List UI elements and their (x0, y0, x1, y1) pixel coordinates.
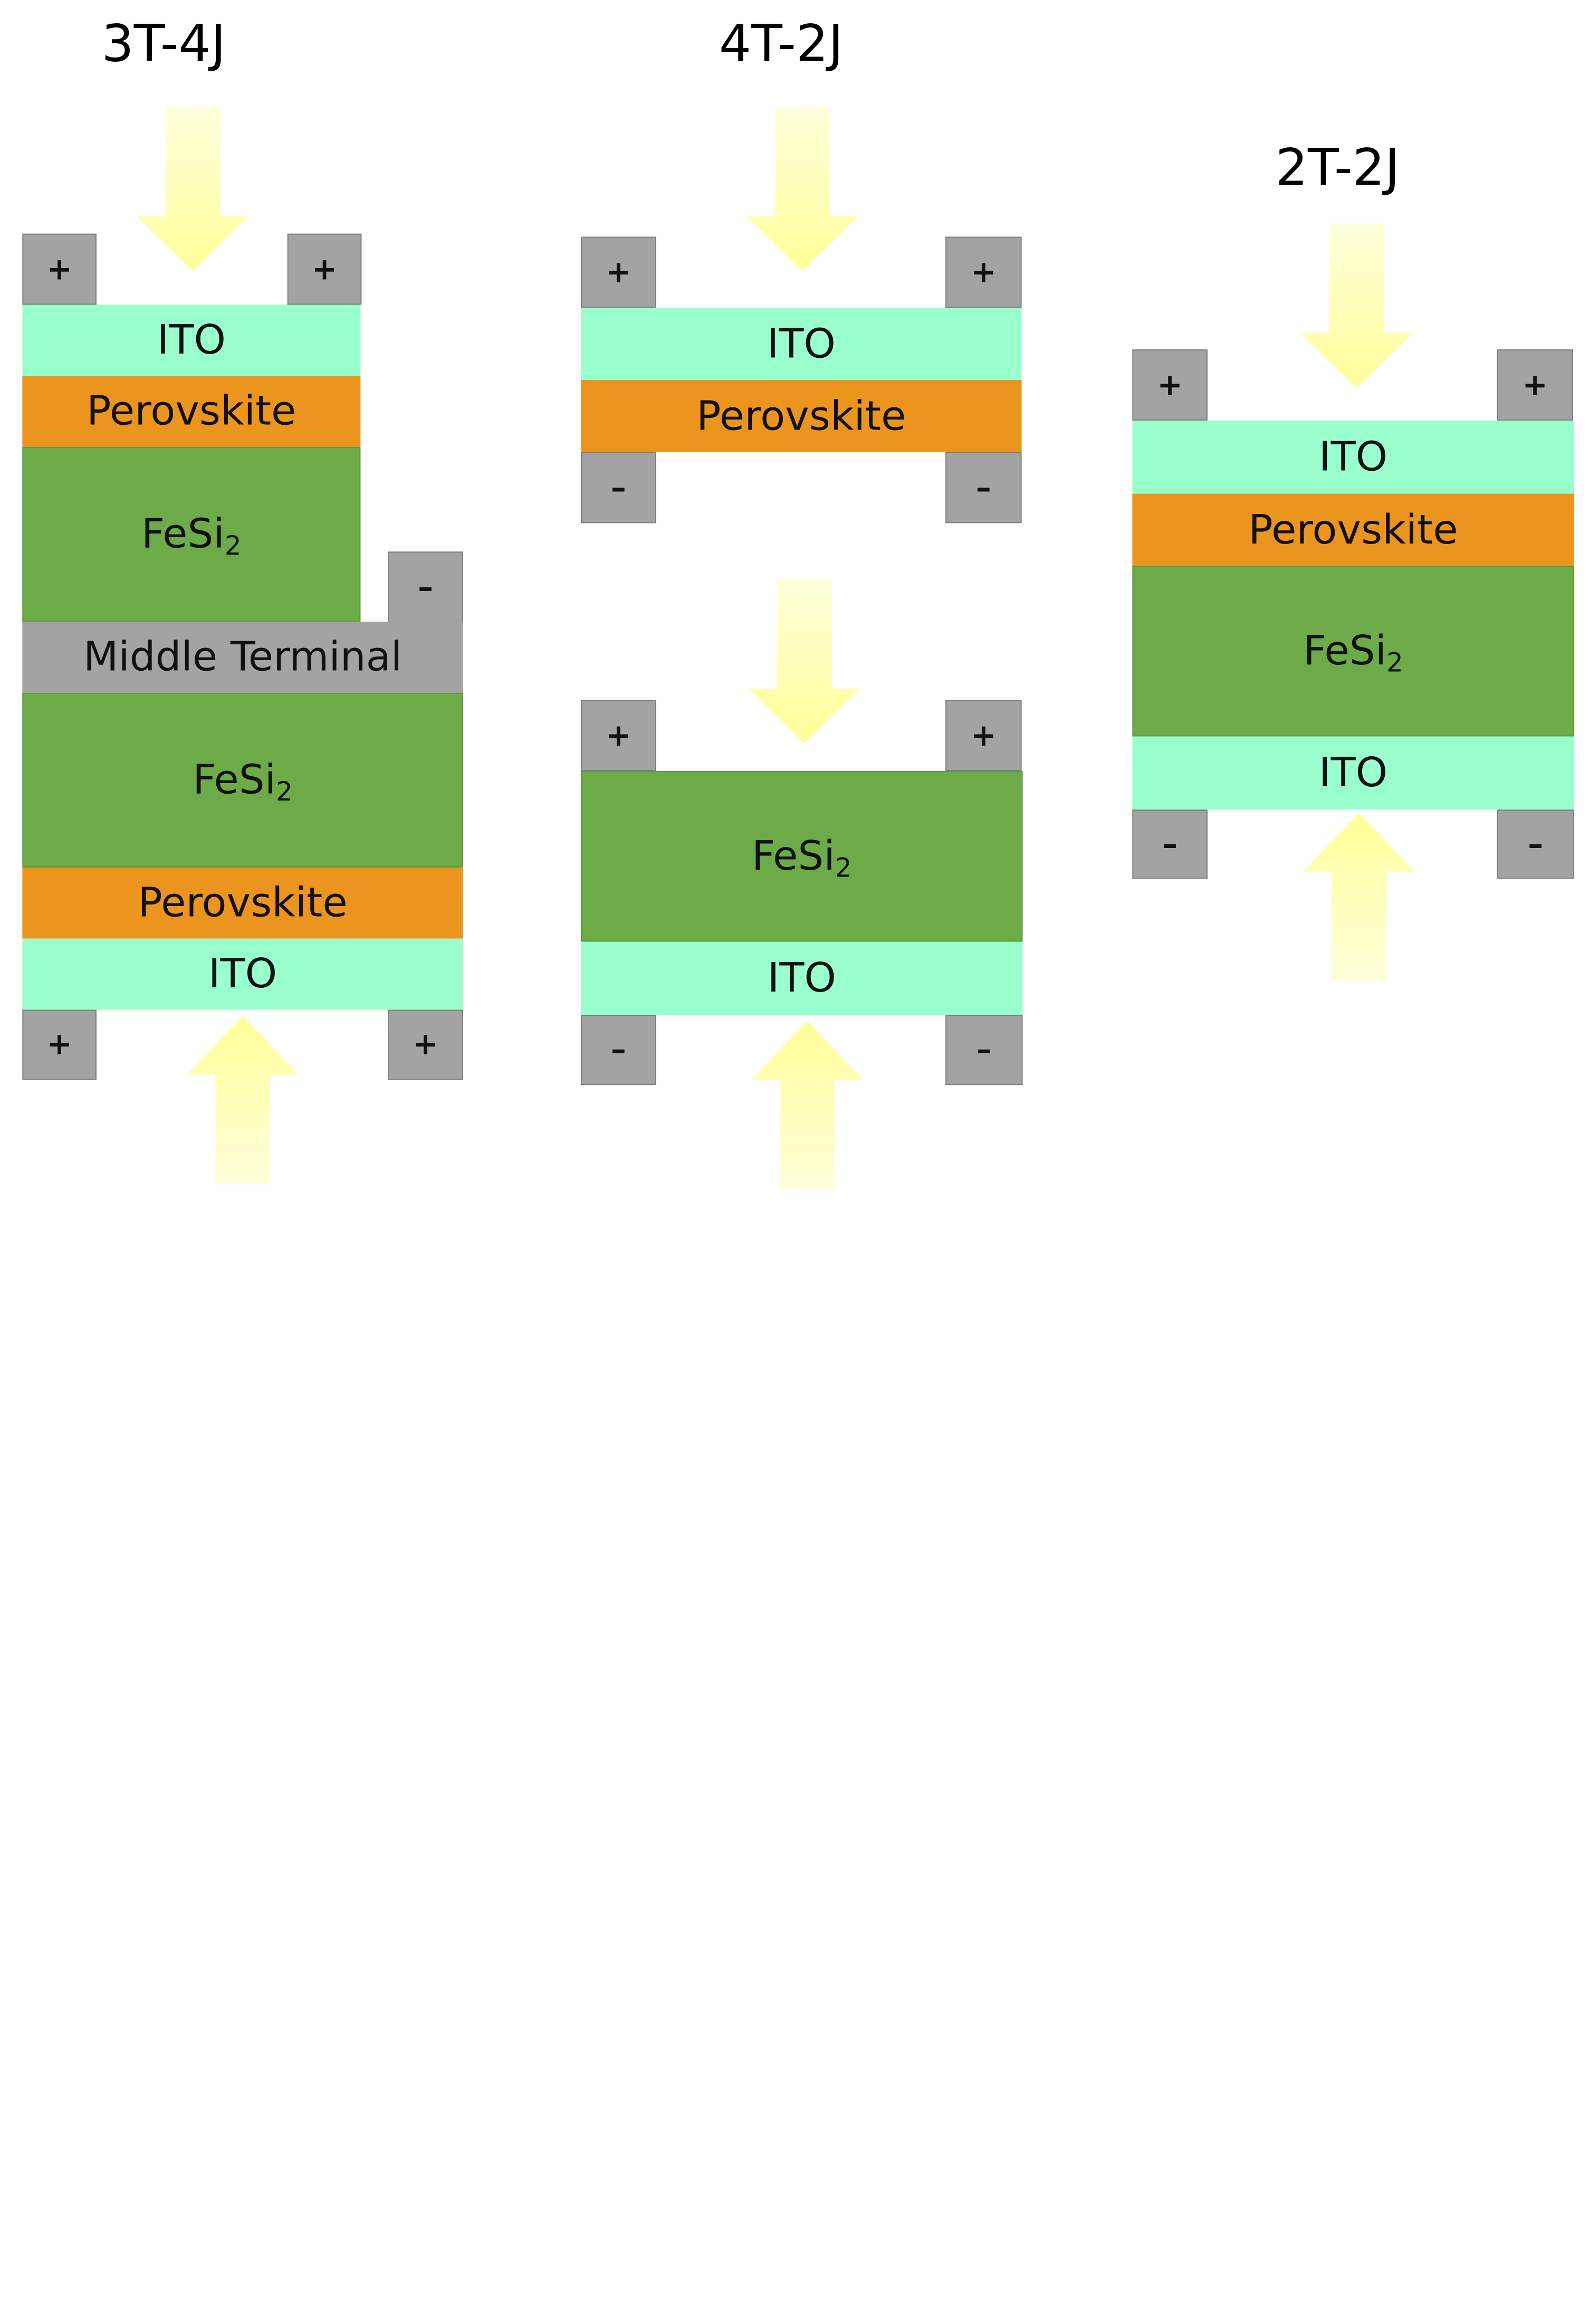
positive-terminal: + (388, 1009, 463, 1080)
light-arrow-up-icon (187, 1016, 299, 1188)
ito-layer: ITO (1132, 736, 1574, 810)
perovskite-layer: Perovskite (1132, 493, 1574, 566)
negative-terminal: – (1132, 809, 1208, 879)
positive-terminal: + (581, 236, 656, 308)
positive-terminal: + (945, 236, 1022, 308)
middle-terminal-layer: Middle Terminal (22, 622, 463, 693)
perovskite-layer: Perovskite (22, 376, 361, 447)
fesi2-label: FeSi (141, 511, 225, 558)
positive-terminal: + (1132, 349, 1208, 421)
title-4t-2j: 4T-2J (719, 14, 844, 73)
negative-terminal: – (945, 1015, 1023, 1085)
perovskite-layer: Perovskite (22, 867, 463, 939)
negative-terminal: – (581, 1015, 656, 1085)
light-arrow-up-icon (751, 1021, 864, 1194)
positive-terminal: + (1497, 349, 1573, 421)
ito-layer: ITO (581, 941, 1023, 1015)
fesi2-subscript: 2 (1386, 648, 1403, 679)
fesi2-subscript: 2 (275, 777, 293, 808)
title-2t-2j: 2T-2J (1275, 138, 1400, 197)
ito-layer: ITO (22, 304, 361, 376)
ito-layer: ITO (22, 938, 463, 1010)
light-arrow-down-icon (137, 107, 249, 279)
title-3t-4j: 3T-4J (101, 14, 226, 73)
positive-terminal: + (581, 700, 656, 772)
fesi2-label: FeSi (193, 757, 276, 804)
positive-terminal: + (945, 700, 1022, 772)
negative-terminal: – (388, 551, 463, 623)
light-arrow-down-icon (746, 107, 858, 279)
light-arrow-down-icon (748, 579, 860, 751)
fesi2-label: FeSi (751, 833, 835, 880)
positive-terminal: + (22, 1009, 97, 1080)
positive-terminal: + (22, 233, 97, 305)
negative-terminal: – (581, 452, 656, 523)
fesi2-subscript: 2 (224, 531, 242, 562)
light-arrow-up-icon (1303, 813, 1415, 985)
negative-terminal: – (1497, 809, 1574, 879)
light-arrow-down-icon (1300, 223, 1413, 396)
ito-layer: ITO (1132, 420, 1574, 494)
fesi2-subscript: 2 (835, 853, 852, 884)
ito-layer: ITO (581, 308, 1022, 380)
fesi2-label: FeSi (1303, 627, 1386, 675)
perovskite-layer: Perovskite (581, 379, 1022, 452)
negative-terminal: – (945, 452, 1022, 523)
positive-terminal: + (287, 233, 362, 305)
